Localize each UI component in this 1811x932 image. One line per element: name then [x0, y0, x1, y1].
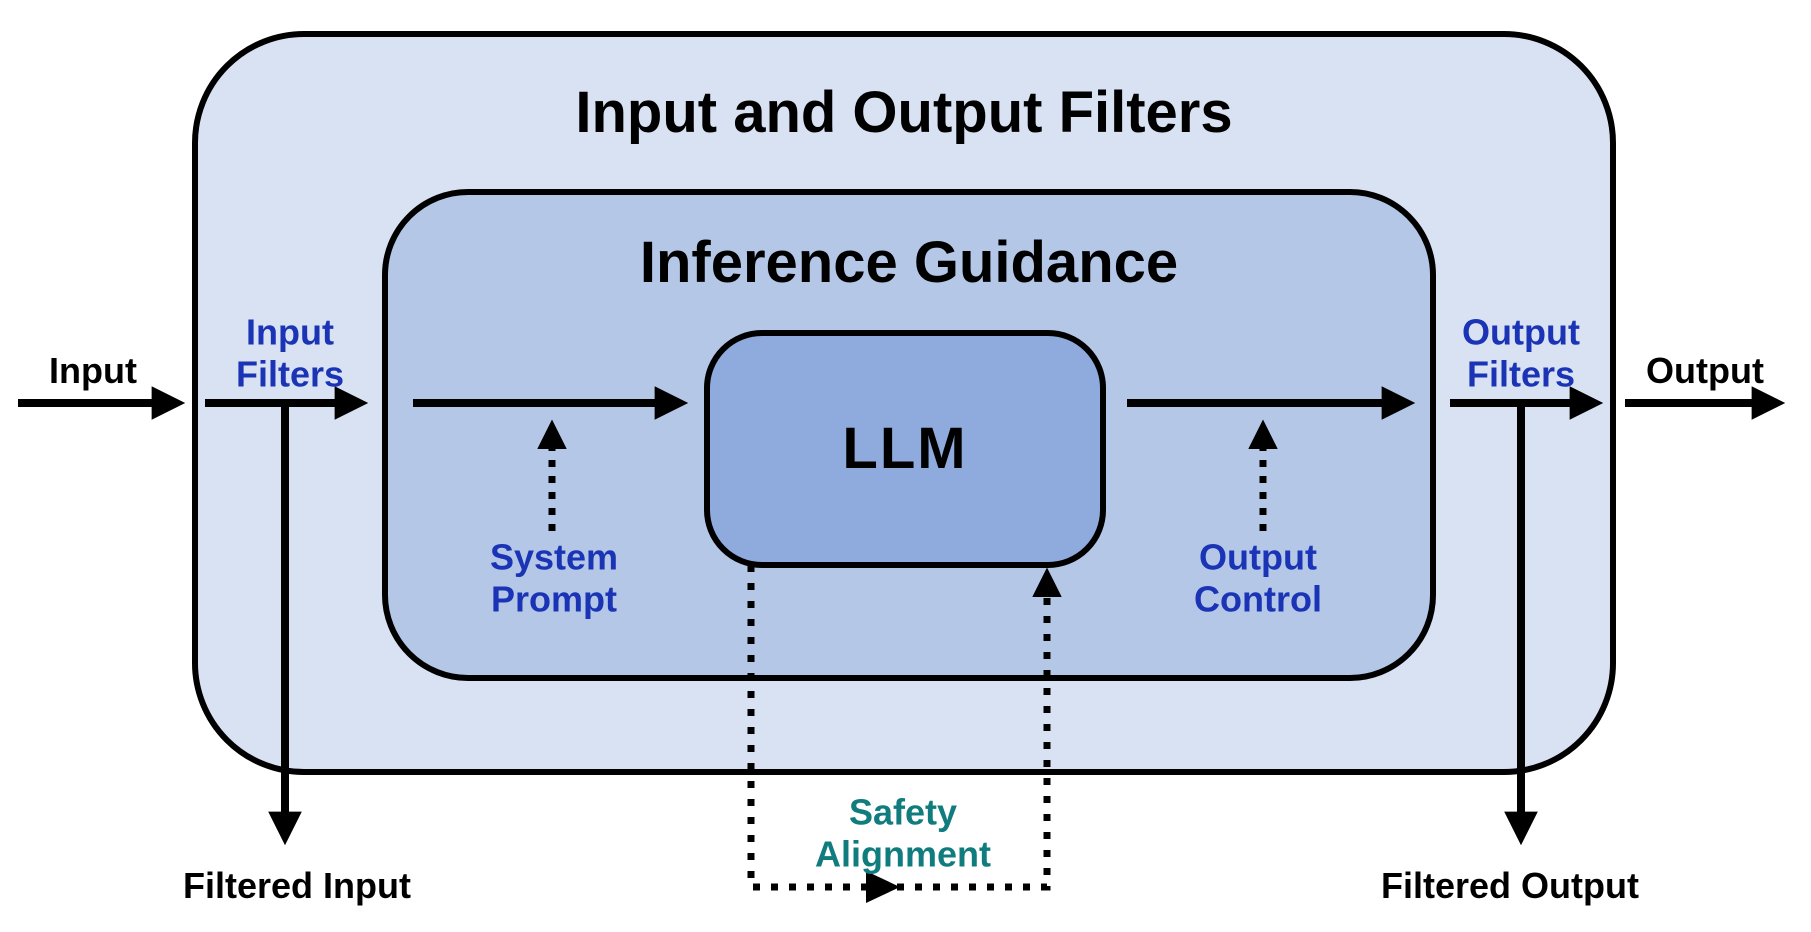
output-control-label: Output Control	[1194, 536, 1322, 619]
system-prompt-label: System Prompt	[489, 536, 619, 619]
outer-box-title: Input and Output Filters	[575, 80, 1233, 145]
filtered-output-label: Filtered Output	[1381, 865, 1639, 907]
output-label: Output	[1646, 350, 1764, 392]
safety-alignment-mid-arrowhead	[866, 871, 900, 903]
inference-guidance-title: Inference Guidance	[639, 230, 1179, 295]
output-filters-label: Output Filters	[1462, 311, 1580, 394]
llm-label: LLM	[842, 416, 968, 481]
input-filters-label: Input Filters	[235, 311, 345, 394]
safety-alignment-label: Safety Alignment	[815, 791, 991, 874]
input-label: Input	[49, 350, 137, 392]
filtered-input-label: Filtered Input	[183, 865, 411, 907]
